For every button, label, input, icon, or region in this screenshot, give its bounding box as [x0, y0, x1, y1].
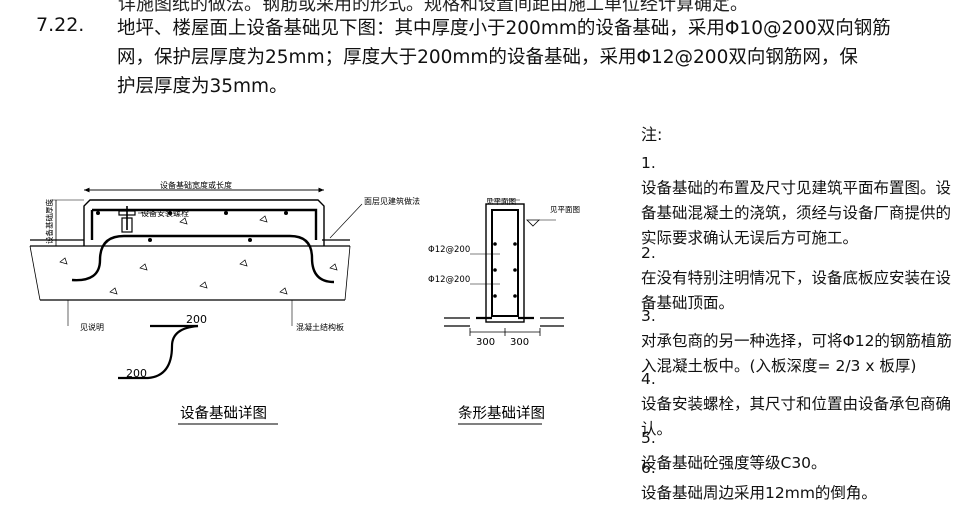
note-line: 设备基础砼强度等级C30。	[641, 454, 827, 472]
surface-leader	[329, 203, 363, 239]
equipment-foundation-detail	[29, 187, 363, 425]
detail2-title: 条形基础详图	[458, 405, 545, 422]
note-item: 5. 设备基础砼强度等级C30。	[641, 426, 969, 476]
note-line: 在没有特别注明情况下，设备底板应安装在设	[641, 269, 952, 287]
note-item: 1. 设备基础的布置及尺寸见建筑平面布置图。设 备基础混凝土的浇筑，须经与设备厂…	[641, 151, 969, 251]
slab-label: 混凝土结构板	[296, 322, 344, 332]
bolt-nut	[118, 210, 136, 216]
note-line: 实际要求确认无误后方可施工。	[641, 229, 859, 247]
note-number: 6.	[641, 459, 656, 477]
bar-dim-bottom: 200	[126, 367, 147, 380]
strip-top-left-label: 见平面图	[486, 197, 516, 206]
cut-off-text-line: 详施图纸的做法。钢筋或采用的形式。规格和设置间距由施工单位经计算确定。	[118, 0, 748, 15]
note-number: 2.	[641, 244, 656, 262]
note-number: 4.	[641, 370, 656, 388]
slab-break-left	[29, 245, 41, 301]
note-line: 认。	[641, 420, 673, 438]
note-line: 对承包商的另一种选择，可将Φ12的钢筋植筋	[641, 332, 952, 350]
note-line: 备基础混凝土的浇筑，须经与设备厂商提供的	[641, 204, 952, 222]
note-item: 4. 设备安装螺栓，其尺寸和位置由设备承包商确 认。	[641, 367, 969, 442]
strip-dim-left: 300	[476, 337, 495, 348]
bolt-label: 设备安装螺栓	[141, 208, 189, 218]
note-number: 3.	[641, 307, 656, 325]
note-line: 入混凝土板中。(入板深度= 2/3 x 板厚)	[641, 357, 917, 375]
note-line: 设备基础的布置及尺寸见建筑平面布置图。设	[641, 179, 952, 197]
strip-bar2-label: Φ12@200	[428, 275, 470, 285]
detail1-title: 设备基础详图	[180, 405, 267, 422]
width-label: 设备基础宽度或长度	[160, 180, 232, 190]
notes-title: 注:	[641, 125, 663, 144]
strip-column	[485, 203, 525, 323]
bar-sketch-bend	[118, 324, 199, 380]
note-number: 1.	[641, 154, 656, 172]
bar-dim-top: 200	[186, 313, 207, 326]
bent-dowel-bar	[71, 234, 335, 284]
concrete-hatch	[59, 215, 338, 295]
clause-text: 地坪、楼屋面上设备基础见下图：其中厚度小于200mm的设备基础，采用Φ10@20…	[117, 14, 891, 101]
note-item: 2. 在没有特别注明情况下，设备底板应安装在设 备基础顶面。	[641, 241, 969, 316]
height-label: 设备基础厚度	[44, 199, 54, 244]
strip-foundation-detail	[444, 199, 564, 425]
surface-label: 面层见建筑做法	[364, 196, 420, 206]
strip-dim-right: 300	[510, 337, 529, 348]
drawing-canvas: 设备基础宽度或长度 设备安装螺栓 面层见建筑做法 设备基础厚度 见说明 混凝土结…	[29, 180, 580, 425]
clause-number: 7.22.	[36, 14, 85, 36]
cushion-label: 见说明	[80, 322, 104, 332]
slab-break-right	[344, 245, 351, 301]
strip-top-right-label: 见平面图	[550, 205, 580, 214]
top-rebar	[92, 208, 318, 240]
note-number: 5.	[641, 429, 656, 447]
level-marker	[526, 219, 540, 227]
strip-bar1-label: Φ12@200	[428, 245, 470, 255]
bar-sections	[96, 211, 288, 242]
note-line: 设备安装螺栓，其尺寸和位置由设备承包商确	[641, 395, 952, 413]
foundation-outline	[83, 199, 325, 246]
note-item: 3. 对承包商的另一种选择，可将Φ12的钢筋植筋 入混凝土板中。(入板深度= 2…	[641, 304, 969, 379]
clause-line: 地坪、楼屋面上设备基础见下图：其中厚度小于200mm的设备基础，采用Φ10@20…	[117, 18, 891, 39]
note-item: 6. 设备基础周边采用12mm的倒角。	[641, 456, 969, 506]
note-line: 备基础顶面。	[641, 294, 735, 312]
clause-line: 网，保护层厚度为25mm；厚度大于200mm的设备基础，采用Φ12@200双向钢…	[117, 47, 858, 68]
clause-line: 护层厚度为35mm。	[117, 76, 288, 97]
strip-stirrup	[491, 209, 519, 317]
